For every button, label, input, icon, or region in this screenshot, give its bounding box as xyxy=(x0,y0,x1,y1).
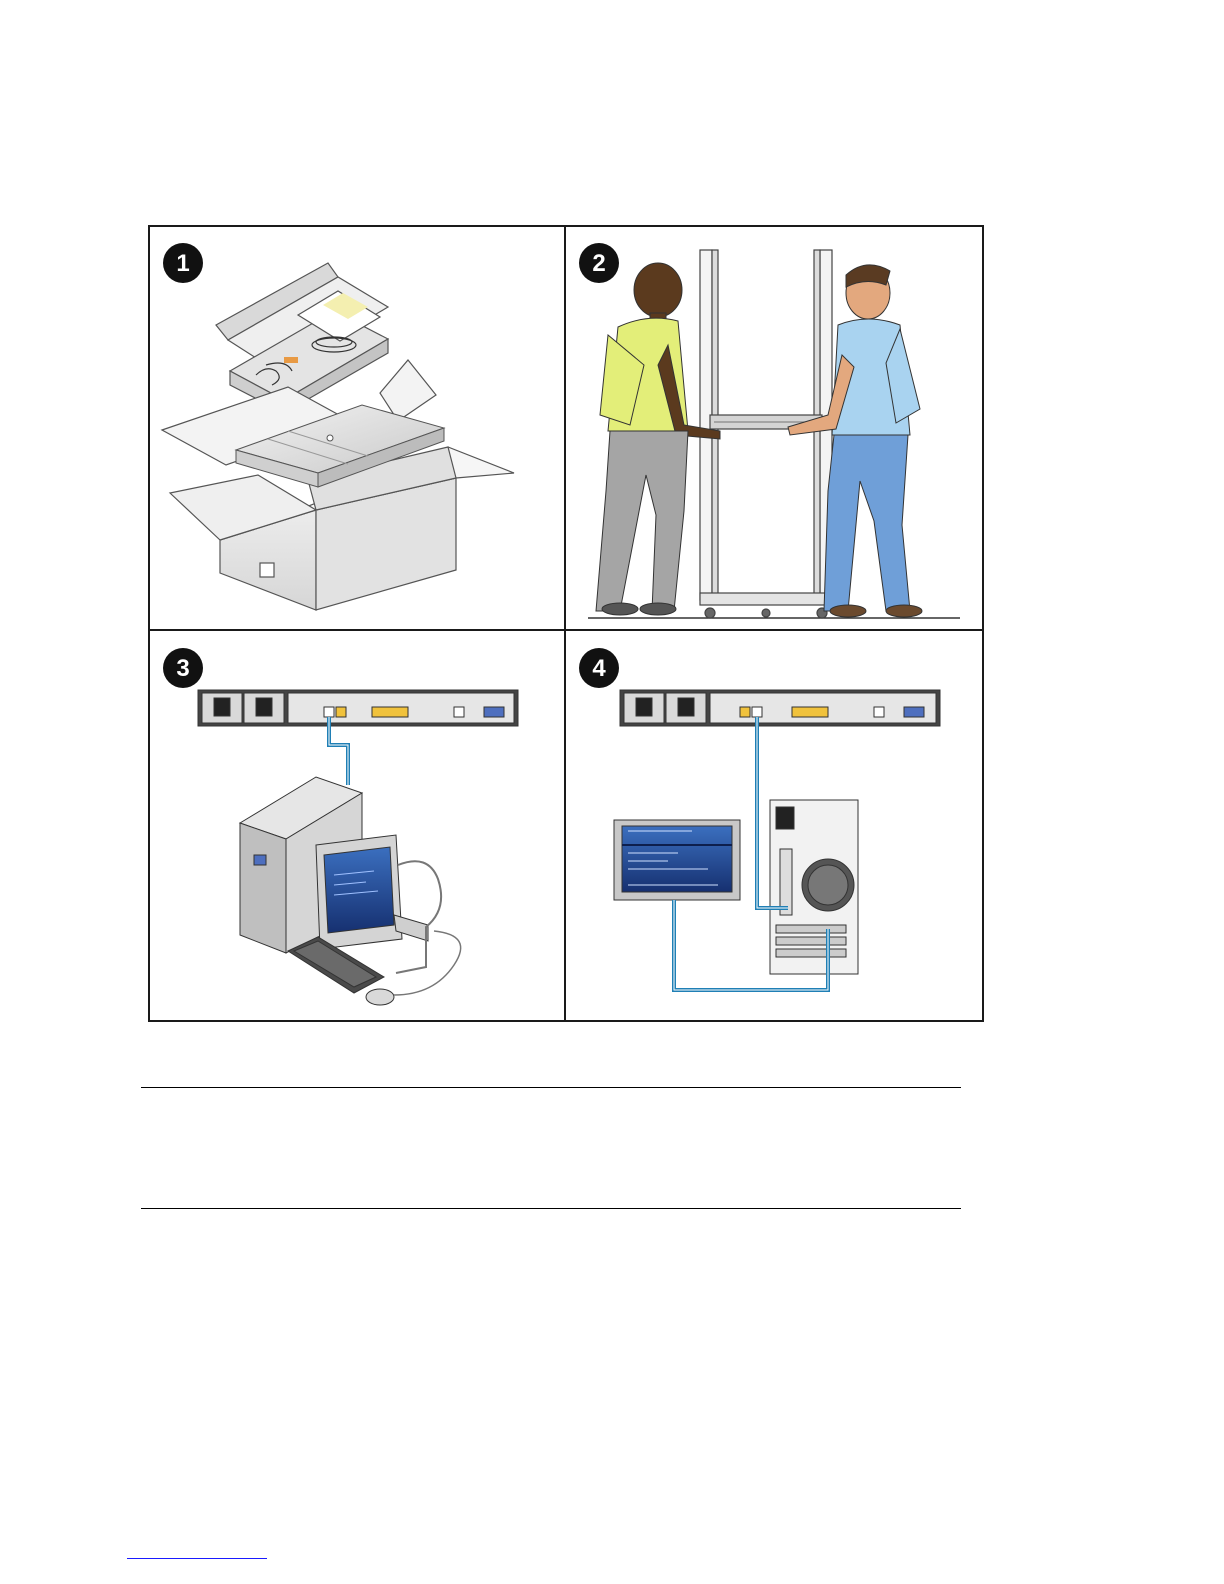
server-rear-panel-icon xyxy=(620,690,940,726)
step-4-number: 4 xyxy=(592,655,606,682)
note-rule-bottom xyxy=(141,1208,961,1209)
step-1-badge: 1 xyxy=(163,243,203,283)
note-rule-top xyxy=(141,1087,961,1088)
step-2-number: 2 xyxy=(592,250,605,277)
step-4-badge: 4 xyxy=(579,648,619,688)
step-3-badge: 3 xyxy=(163,648,203,688)
step-3-number: 3 xyxy=(176,655,189,682)
serial-console-display-icon xyxy=(614,820,740,900)
step-1-number: 1 xyxy=(176,250,189,277)
server-rear-panel-icon xyxy=(198,690,518,726)
step-2-badge: 2 xyxy=(579,243,619,283)
installation-overview-figure: 1 xyxy=(148,225,984,1022)
footer-link-underline[interactable] xyxy=(127,1558,267,1559)
pc-tower-rear-icon xyxy=(770,800,858,974)
